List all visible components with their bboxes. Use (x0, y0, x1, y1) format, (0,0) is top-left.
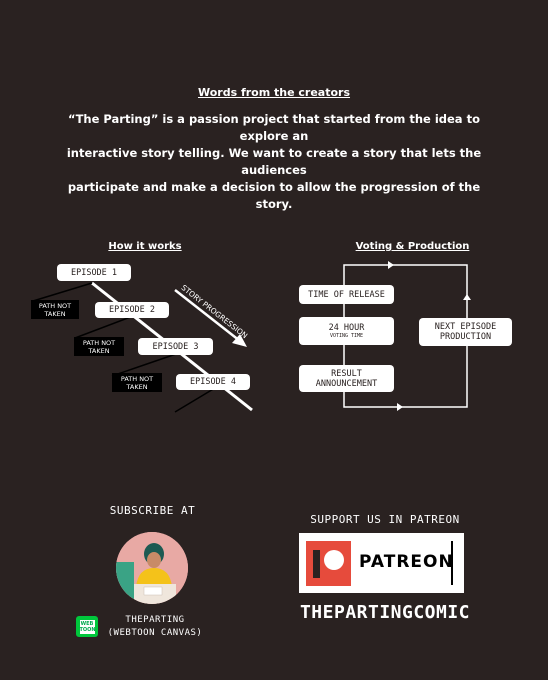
patreon-logo-mark (306, 541, 351, 586)
next-line2: PRODUCTION (439, 332, 492, 342)
path-not-taken-line1: PATH NOT (82, 338, 116, 347)
branch-line-3 (111, 353, 177, 377)
next-line1: NEXT EPISODE (434, 322, 497, 332)
webtoon-platform: (WEBTOON CANVAS) (107, 628, 203, 638)
subscribe-title: SUBSCRIBE AT (109, 504, 196, 517)
voting-time-box: 24 HOUR VOTING TIME (299, 317, 394, 345)
voting-time-label: VOTING TIME (329, 333, 364, 339)
how-it-works-title: How it works (108, 241, 182, 252)
branch-line-4 (174, 387, 216, 413)
path-not-taken-line2: TAKEN (44, 309, 66, 318)
episode-2-box: EPISODE 2 (95, 302, 169, 318)
creators-statement: “The Parting” is a passion project that … (62, 111, 486, 213)
path-not-taken-line2: TAKEN (126, 382, 148, 391)
patreon-logo-text: PATREON (359, 552, 454, 572)
story-progression-arrow-line (174, 289, 241, 342)
creator-avatar (116, 532, 188, 604)
webtoon-channel-info: THEPARTING (WEBTOON CANVAS) (100, 614, 210, 640)
episode-3-box: EPISODE 3 (138, 338, 213, 355)
path-not-taken-1: PATH NOT TAKEN (31, 300, 79, 319)
episode-1-box: EPISODE 1 (57, 264, 131, 281)
result-line2: ANNOUNCEMENT (315, 378, 378, 389)
creators-line-2: interactive story telling. We want to cr… (66, 146, 482, 177)
creators-line-1: “The Parting” is a passion project that … (68, 112, 480, 143)
path-not-taken-line1: PATH NOT (38, 301, 72, 310)
cycle-arrow-bottom (397, 403, 403, 411)
patreon-logo-divider (451, 541, 453, 585)
webtoon-channel-name: THEPARTING (125, 615, 185, 625)
path-not-taken-2: PATH NOT TAKEN (74, 337, 124, 356)
path-not-taken-line1: PATH NOT (120, 374, 154, 383)
branch-line-1 (32, 282, 93, 302)
path-not-taken-3: PATH NOT TAKEN (112, 373, 162, 392)
creators-line-3: participate and make a decision to allow… (67, 180, 481, 211)
creator-illustration (116, 532, 188, 604)
patreon-title: SUPPORT US IN PATREON (310, 513, 460, 526)
episode-4-box: EPISODE 4 (176, 374, 250, 390)
voting-time-hours: 24 HOUR (328, 323, 365, 333)
time-of-release-box: TIME OF RELEASE (299, 285, 394, 304)
path-not-taken-line2: TAKEN (88, 346, 110, 355)
voting-production-title: Voting & Production (355, 241, 470, 252)
creators-title: Words from the creators (197, 86, 351, 99)
patreon-handle[interactable]: THEPARTINGCOMIC (299, 602, 471, 623)
cycle-arrow-top (388, 261, 394, 269)
webtoon-logo-text: WEB TOON (79, 619, 96, 634)
patreon-logo-panel[interactable]: PATREON (299, 533, 464, 593)
cycle-arrow-right (463, 294, 471, 300)
branch-line-2 (74, 315, 134, 339)
webtoon-logo: WEB TOON (76, 616, 98, 637)
next-episode-production-box: NEXT EPISODE PRODUCTION (419, 318, 512, 346)
story-progression-arrowhead (232, 334, 247, 347)
result-announcement-box: RESULT ANNOUNCEMENT (299, 365, 394, 392)
result-line1: RESULT (331, 368, 362, 379)
